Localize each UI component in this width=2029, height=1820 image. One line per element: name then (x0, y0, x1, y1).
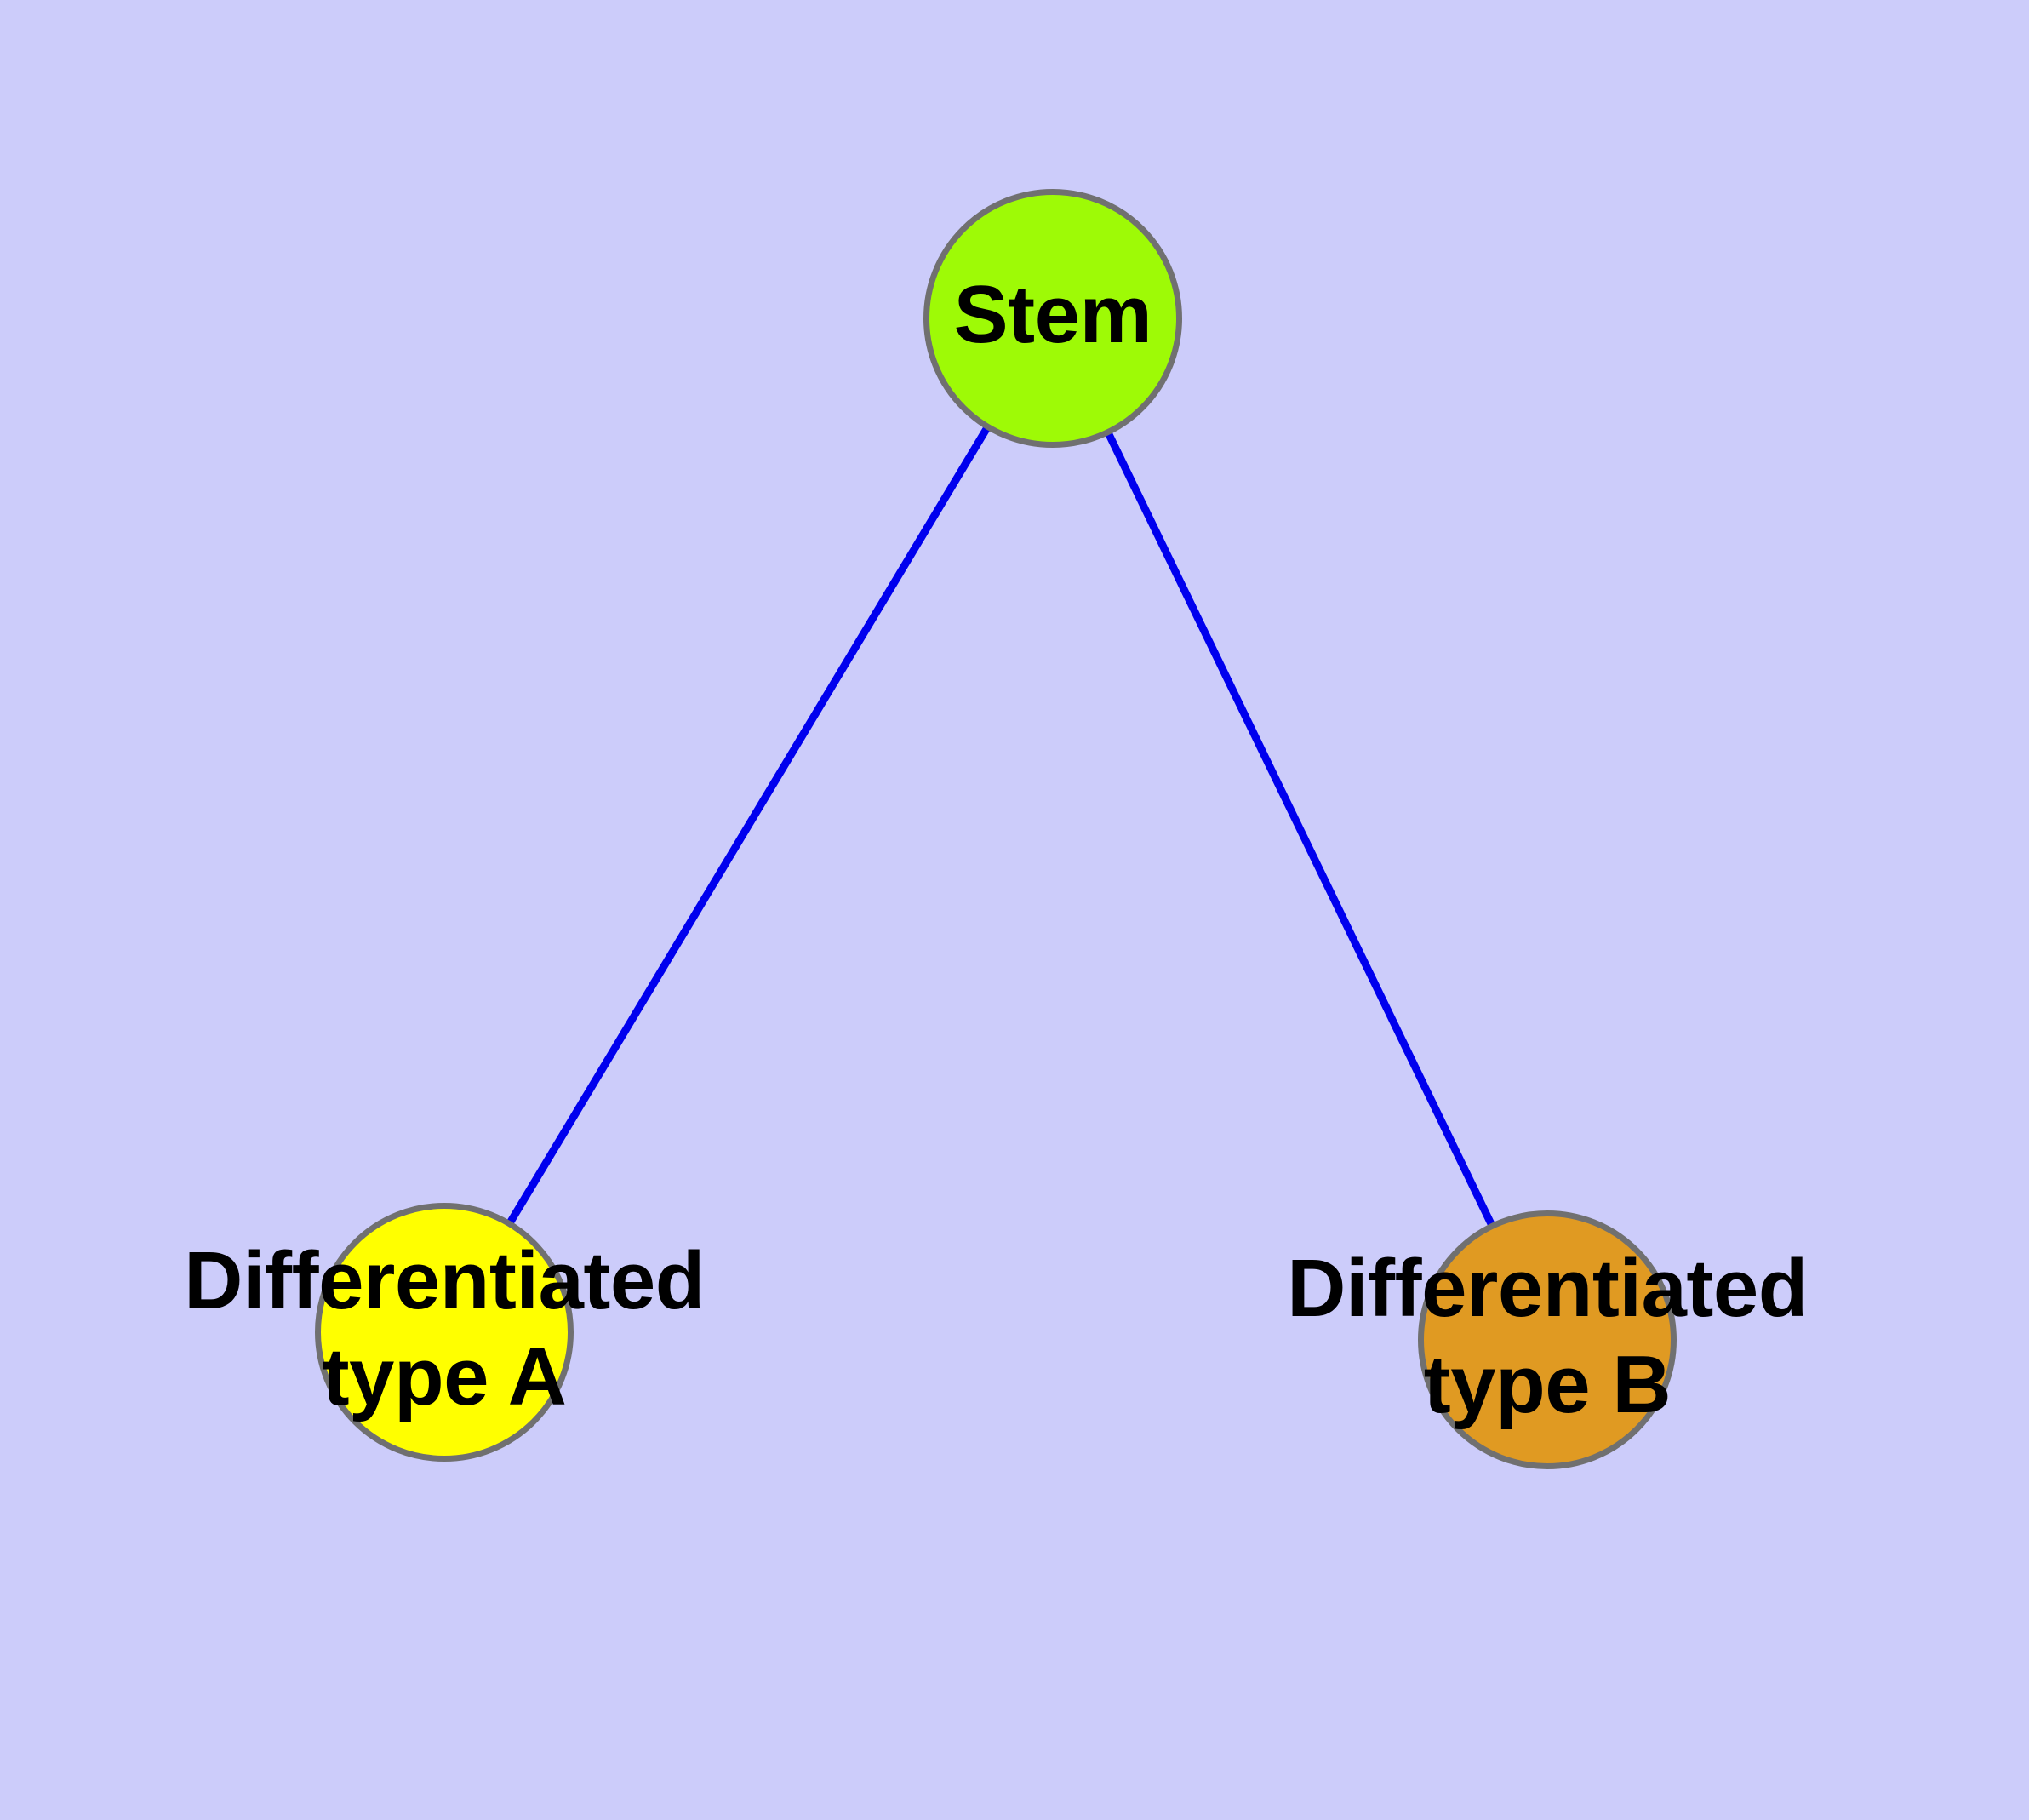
node-differentiated-type-b[interactable] (1418, 1210, 1677, 1469)
node-differentiated-type-a[interactable] (315, 1203, 574, 1462)
node-stem[interactable] (923, 189, 1182, 448)
edge-stem-to-differentiated-type-b (1104, 430, 1496, 1228)
edge-stem-to-differentiated-type-a (506, 424, 992, 1227)
